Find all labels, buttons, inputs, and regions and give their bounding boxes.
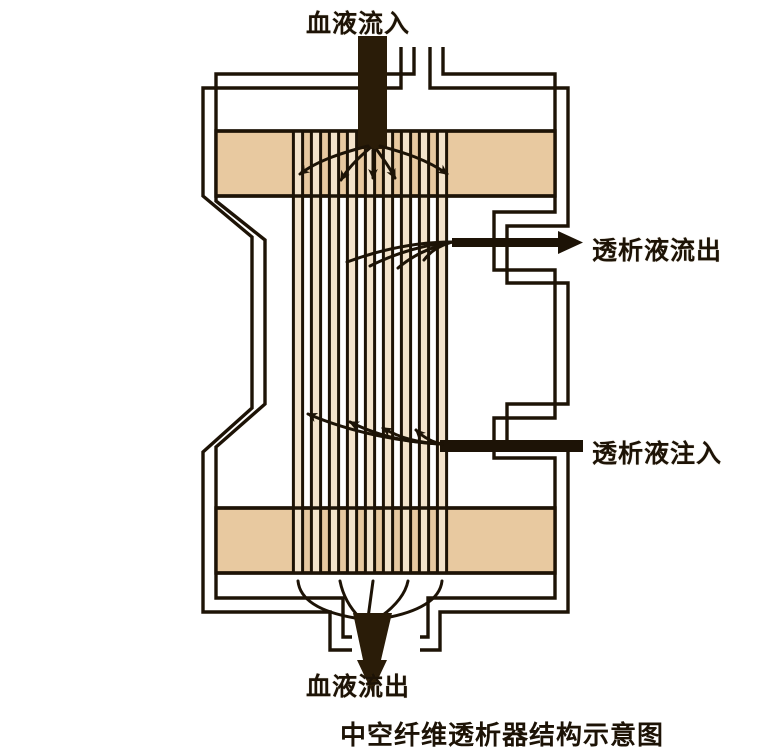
- dialysate-inlet-flow: [306, 412, 583, 452]
- blood-inlet-flow-arrows: [298, 144, 449, 182]
- hollow-fiber-bundle: [291, 131, 449, 573]
- label-blood-inlet: 血液流入: [306, 9, 411, 38]
- label-dialysate-inlet: 透析液注入: [592, 439, 723, 468]
- housing-outline: [201, 47, 570, 652]
- label-blood-outlet: 血液流出: [306, 672, 411, 701]
- blood-inlet-tube: [358, 36, 387, 149]
- label-dialysate-outlet: 透析液流出: [592, 236, 723, 265]
- blood-outlet-flow: [296, 579, 444, 692]
- figure-caption: 中空纤维透析器结构示意图: [340, 721, 665, 751]
- dialysate-outlet-flow: [345, 231, 583, 270]
